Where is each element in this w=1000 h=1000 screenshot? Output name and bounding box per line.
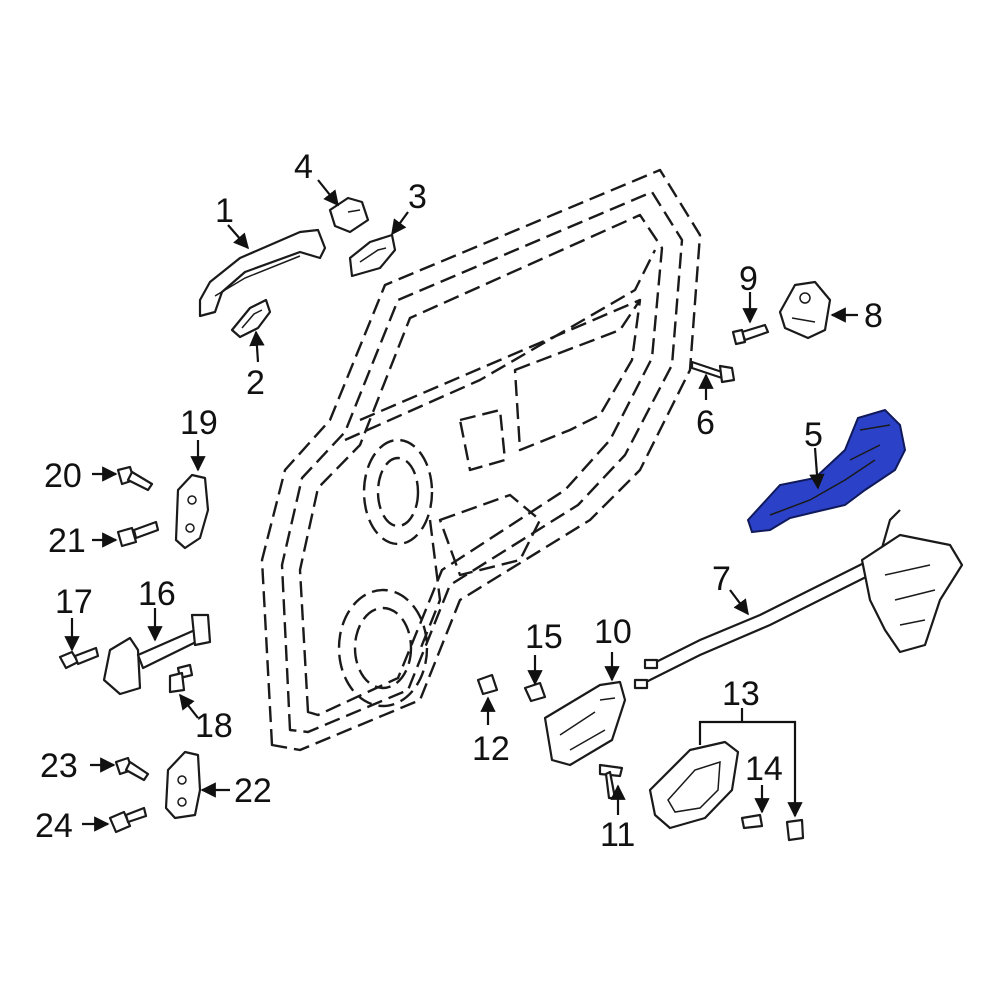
screw-part-9[interactable] <box>731 323 770 346</box>
callout-14: 14 <box>745 750 783 788</box>
callout-24: 24 <box>35 807 73 845</box>
door-check-part[interactable] <box>102 613 212 696</box>
callout-10: 10 <box>594 613 632 651</box>
door-shell-outline <box>260 168 702 752</box>
inside-handle-bracket-part[interactable] <box>543 680 627 767</box>
callout-22: 22 <box>234 772 272 810</box>
bolt-part-23[interactable] <box>114 756 150 782</box>
handle-gasket-part[interactable] <box>230 298 272 339</box>
clip-part-15[interactable] <box>523 681 547 703</box>
callout-1: 1 <box>215 192 234 230</box>
clip-part-12[interactable] <box>476 673 499 696</box>
callout-7: 7 <box>712 560 731 598</box>
callout-21: 21 <box>48 522 86 560</box>
callout-8: 8 <box>864 297 883 335</box>
bolt-part-6[interactable] <box>690 360 736 384</box>
callout-18: 18 <box>195 707 233 745</box>
bolt-part-20[interactable] <box>116 465 154 492</box>
upper-hinge-part[interactable] <box>174 473 210 550</box>
handle-bracket-part-highlighted[interactable] <box>746 408 907 534</box>
bolt-part-24[interactable] <box>108 806 148 834</box>
leader-lines <box>64 179 858 832</box>
callout-4: 4 <box>294 148 313 186</box>
door-latch-part[interactable] <box>860 533 964 654</box>
callout-3: 3 <box>408 178 427 216</box>
inside-handle-part[interactable] <box>648 740 740 830</box>
bolt-part-18[interactable] <box>168 663 194 694</box>
screw-part-14[interactable] <box>740 813 764 830</box>
callout-5: 5 <box>804 416 823 454</box>
callout-11: 11 <box>600 816 635 854</box>
callout-2: 2 <box>246 364 265 402</box>
callout-23: 23 <box>40 747 78 785</box>
door-striker-part[interactable] <box>778 280 832 340</box>
bolt-part-17[interactable] <box>58 646 100 670</box>
callout-13: 13 <box>722 675 760 713</box>
callout-6: 6 <box>696 404 715 442</box>
callout-20: 20 <box>44 457 82 495</box>
callout-16: 16 <box>138 575 176 613</box>
callout-9: 9 <box>739 260 758 298</box>
screw-cap-part[interactable] <box>785 818 805 842</box>
callout-labels: 1 2 3 4 5 6 7 8 9 10 11 12 13 14 15 16 1… <box>35 148 883 854</box>
cylinder-cover-part[interactable] <box>328 196 370 234</box>
callout-17: 17 <box>55 583 93 621</box>
callout-12: 12 <box>472 730 510 768</box>
callout-15: 15 <box>525 618 563 656</box>
lower-hinge-part[interactable] <box>164 750 202 820</box>
handle-bezel-part[interactable] <box>348 233 397 278</box>
outside-handle-part[interactable] <box>198 228 327 318</box>
bolt-part-21[interactable] <box>116 520 160 548</box>
release-cables-part[interactable] <box>633 509 901 690</box>
callout-19: 19 <box>180 404 218 442</box>
